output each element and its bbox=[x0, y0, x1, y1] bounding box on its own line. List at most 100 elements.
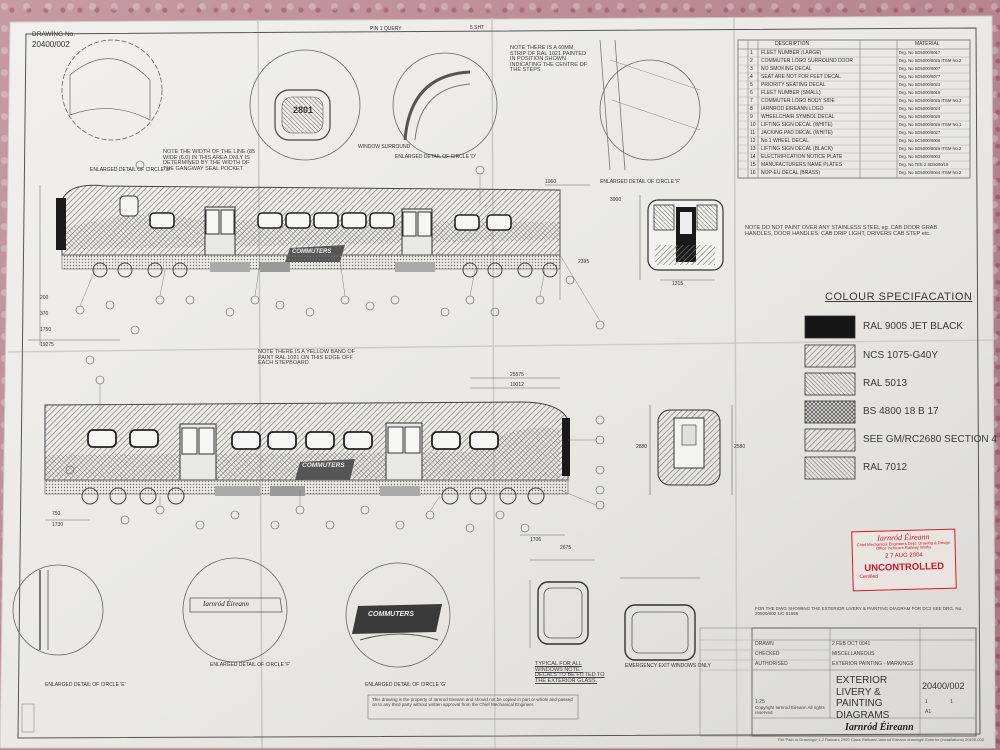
tb-drawn: DRAWN bbox=[755, 641, 774, 647]
drawing-no-top: 20400/002 bbox=[32, 40, 70, 49]
parts-item-number: 12 bbox=[750, 138, 756, 144]
tb-drawing-no: 20400/002 bbox=[922, 681, 965, 691]
colour-item-label: RAL 5013 bbox=[863, 378, 908, 389]
parts-item-description: FLEET NUMBER (LARGE) bbox=[761, 50, 822, 56]
parts-list-table bbox=[737, 39, 971, 179]
colour-item-label: RAL 7012 bbox=[863, 462, 908, 473]
dwg-reference-note: FOR THE DWG SHOWING THE EXTERIOR LIVERY … bbox=[755, 606, 963, 616]
dimension: 370 bbox=[40, 311, 49, 317]
colour-item-label: RAL 9005 JET BLACK bbox=[863, 321, 964, 332]
dimension: 2580 bbox=[734, 444, 746, 450]
train-number: 2801 bbox=[293, 105, 314, 115]
window-surround-label: WINDOW SURROUND bbox=[358, 144, 411, 150]
drawing-no-label: DRAWING No. bbox=[32, 31, 76, 38]
tb-size: A1 bbox=[925, 709, 932, 715]
parts-item-reference: Drg. No.SD5000/0027 bbox=[899, 130, 941, 135]
parts-item-number: 6 bbox=[750, 90, 753, 96]
commuter-brand-upper: COMMUTERS bbox=[292, 249, 332, 255]
parts-item-reference: Drg. No.SC5000/0008 bbox=[899, 138, 941, 143]
detail-label: ENLARGED DETAIL OF CIRCLE 'E' bbox=[45, 682, 126, 688]
stripe-note: NOTE THERE IS A 60MM STRIP OF RAL 1021 P… bbox=[510, 45, 588, 73]
detail-circle bbox=[392, 52, 498, 158]
parts-item-number: 15 bbox=[750, 162, 756, 168]
tb-authorised: AUTHORISED bbox=[755, 661, 788, 667]
parts-item-description: NOP-EU DECAL (BRASS) bbox=[761, 170, 820, 176]
top-label: 5 SHT bbox=[470, 25, 485, 31]
fold-crease bbox=[491, 17, 496, 749]
tb-checked: CHECKED bbox=[755, 651, 780, 657]
parts-item-number: 13 bbox=[750, 146, 756, 152]
parts-item-reference: Drg. No.SD5000/0020 bbox=[899, 114, 941, 119]
parts-item-number: 5 bbox=[750, 82, 753, 88]
dimension: 2880 bbox=[636, 444, 648, 450]
parts-header-description: DESCRIPTION bbox=[775, 41, 810, 47]
parts-item-description: MANUFACTURERS NAME PLATES bbox=[761, 162, 843, 168]
parts-item-description: JACKING PAD DECAL (WHITE) bbox=[761, 130, 833, 136]
parts-item-reference: Drg. No.SD5000/0023 bbox=[899, 82, 941, 87]
emergency-note: EMERGENCY EXIT WINDOWS ONLY bbox=[625, 663, 711, 669]
parts-item-number: 8 bbox=[750, 106, 753, 112]
tb-sheet: 1 bbox=[925, 699, 928, 705]
detail-circle bbox=[182, 557, 288, 663]
parts-item-number: 2 bbox=[750, 58, 753, 64]
tb-copyright: Copyright Iarnrod Eireann All rights res… bbox=[755, 705, 825, 715]
dimension: 10012 bbox=[510, 382, 524, 388]
tb-scale: 1:25 bbox=[755, 699, 765, 705]
parts-item-description: LIFTING SIGN DECAL (WHITE) bbox=[761, 122, 833, 128]
parts-item-reference: Drg. No.TEE 2 SD5000/19 bbox=[899, 162, 949, 167]
windows-note: TYPICAL FOR ALL WINDOWS NOTE - DECALS TO… bbox=[535, 661, 605, 684]
tb-title: EXTERIOR LIVERY & PAINTING DIAGRAMS bbox=[836, 675, 890, 721]
parts-item-reference: Drg. No.SD5000/0019 bbox=[899, 90, 941, 95]
parts-list-rows bbox=[738, 56, 970, 170]
dimension: 19275 bbox=[40, 342, 54, 348]
dimension: 1706 bbox=[530, 537, 542, 543]
parts-item-number: 9 bbox=[750, 114, 753, 120]
stamp-date: 2 7 AUG 2004 bbox=[884, 552, 923, 560]
parts-item-description: No.1 WHEEL DECAL bbox=[761, 138, 809, 144]
detail-circle bbox=[61, 39, 163, 141]
parts-item-number: 7 bbox=[750, 98, 753, 104]
detail-circle bbox=[599, 59, 701, 161]
iarnrod-eireann-logo-detail: Iarnród Éireann bbox=[203, 600, 249, 608]
parts-item-reference: Drg. No.SD5000/0077 bbox=[899, 74, 941, 79]
commuter-brand-lower: COMMUTERS bbox=[302, 462, 345, 469]
fold-crease bbox=[257, 19, 263, 749]
parts-item-number: 10 bbox=[750, 122, 756, 128]
tb-subtitle: MISCELLANEOUS bbox=[832, 651, 875, 657]
colour-item-label: BS 4800 18 B 17 bbox=[863, 406, 939, 417]
colour-swatches bbox=[804, 315, 856, 480]
parts-item-reference: Drg. No.SD5000/0017 bbox=[899, 50, 941, 55]
parts-item-description: SEAT ARE NOT FOR FEET DECAL bbox=[761, 74, 841, 80]
dimension: 3900 bbox=[610, 197, 622, 203]
colour-item-label: SEE GM/RC2680 SECTION 4 bbox=[863, 434, 997, 445]
dimension: 25575 bbox=[510, 372, 524, 378]
parts-item-description: PRIORITY SEATING DECAL bbox=[761, 82, 826, 88]
tb-of: 1 bbox=[950, 699, 953, 705]
line-width-note: NOTE THE WIDTH OF THE LINE (85 WIDE (6.0… bbox=[163, 149, 256, 172]
emergency-window bbox=[624, 604, 696, 661]
file-path: File Path to Drawings\ 1-2 Railcars 2900… bbox=[778, 737, 985, 742]
yellow-band-note: NOTE THERE IS A YELLOW BAND OF PAINT RAL… bbox=[258, 349, 355, 366]
stainless-note: NOTE DO NOT PAINT OVER ANY STAINLESS STE… bbox=[745, 225, 938, 237]
top-label: PIN 1 QUERY bbox=[370, 26, 402, 32]
parts-item-reference: Drg. No.SD5000/0025 ITEM No.3 bbox=[899, 98, 962, 103]
parts-item-reference: Drg. No.SD5000/0044 ITEM No.2 bbox=[899, 170, 962, 175]
detail-label: ENLARGED DETAIL OF CIRCLE 'F' bbox=[600, 179, 681, 185]
property-note: This drawing is the property of Iarnrod … bbox=[372, 697, 573, 707]
parts-item-description: LIFTING SIGN DECAL (BLACK) bbox=[761, 146, 833, 152]
parts-item-number: 14 bbox=[750, 154, 756, 160]
parts-item-reference: Drg. No.SD5000/0003 bbox=[899, 154, 941, 159]
parts-item-description: IARNROD EIREANN LOGO bbox=[761, 106, 824, 112]
detail-circle bbox=[12, 564, 104, 656]
parts-item-description: ELECTRIFICATION NOTICE PLATE bbox=[761, 154, 843, 160]
detail-label: ENLARGED DETAIL OF CIRCLE 'D' bbox=[395, 154, 476, 160]
commuter-brand-detail: COMMUTERS bbox=[368, 611, 414, 618]
colour-item-label: NCS 1075-G40Y bbox=[863, 350, 939, 361]
detail-circle bbox=[345, 562, 451, 668]
stamp-dept: Chief Mechanical Engineers Dept. Drawing… bbox=[856, 539, 951, 552]
iarnrod-eireann-logo: Iarnród Éireann bbox=[845, 722, 914, 733]
parts-item-description: FLEET NUMBER (SMALL) bbox=[761, 90, 821, 96]
detail-label: ENLARGED DETAIL OF CIRCLE 'G' bbox=[365, 682, 447, 688]
